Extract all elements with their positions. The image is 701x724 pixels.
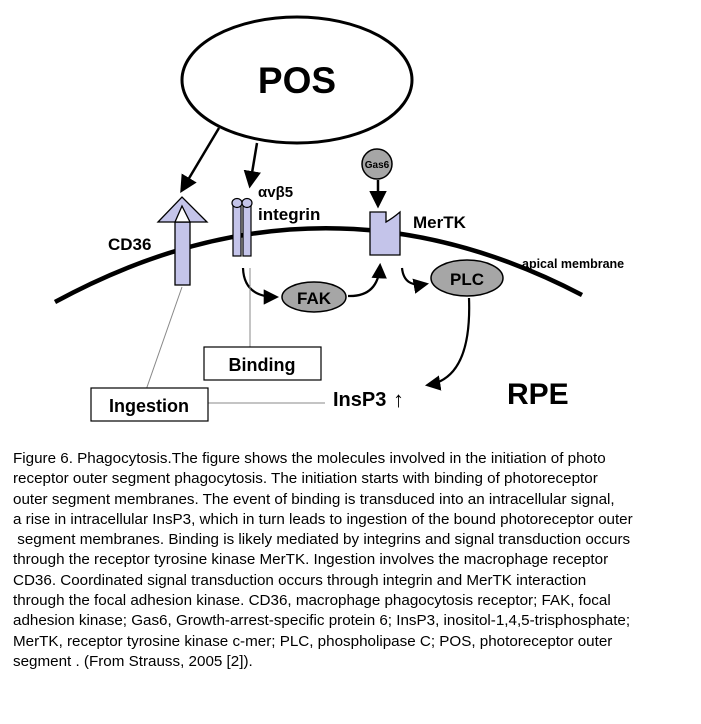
integrin-right-pillar	[242, 205, 252, 257]
caption-line: MerTK, receptor tyrosine kinase c-mer; P…	[13, 632, 613, 650]
integrin-left-knob	[231, 197, 243, 209]
integrin-label: integrin	[258, 205, 320, 224]
integrin-right-knob	[241, 197, 253, 209]
cd36-receptor-notch	[174, 204, 192, 223]
cd36-receptor-shaft	[174, 221, 191, 286]
caption-line: through the receptor tyrosine kinase Mer…	[13, 551, 609, 569]
rpe-label: RPE	[507, 378, 569, 411]
mertk-label: MerTK	[413, 213, 467, 232]
caption-line: outer segment membranes. The event of bi…	[13, 490, 615, 508]
integrin-greek-label: αvβ5	[258, 184, 293, 201]
caption-line: a rise in intracellular InsP3, which in …	[13, 510, 633, 528]
caption-line: CD36. Coordinated signal transduction oc…	[13, 571, 587, 589]
plc-to-insp3-arrow	[424, 297, 471, 391]
mertk-receptor	[369, 210, 401, 256]
binding-box	[203, 346, 322, 381]
caption-line: adhesion kinase; Gas6, Growth-arrest-spe…	[13, 612, 631, 630]
insp3-up-arrow: ↑	[393, 387, 404, 412]
cd36-label: CD36	[108, 235, 151, 254]
pos-ellipse	[180, 15, 414, 145]
fak-to-mertk-arrow	[347, 262, 387, 298]
caption-line: segment membranes. Binding is likely med…	[13, 531, 631, 549]
integrin-left-pillar	[232, 205, 242, 257]
caption-line: Figure 6. Phagocytosis.The figure shows …	[13, 450, 606, 467]
plc-label: PLC	[450, 270, 484, 289]
figure-caption: Figure 6. Phagocytosis.The figure shows …	[13, 449, 693, 672]
gas6-node	[361, 148, 393, 180]
cd36-to-ingestion-line	[145, 286, 183, 391]
integrin-to-fak-arrow	[241, 267, 280, 305]
binding-label: Binding	[229, 355, 296, 375]
pos-to-integrin-arrow	[243, 142, 261, 189]
phagocytosis-diagram: POS apical membrane CD36 αvβ5 integrin G…	[53, 15, 624, 422]
mertk-to-plc-arrow	[400, 267, 430, 294]
plc-node	[430, 259, 504, 297]
ingestion-label: Ingestion	[109, 396, 189, 416]
pos-to-cd36-arrow	[180, 127, 221, 194]
fak-label: FAK	[297, 289, 332, 308]
caption-line: receptor outer segment phagocytosis. The…	[13, 470, 598, 488]
apical-membrane-curve	[53, 226, 584, 304]
insp3-label: InsP3	[333, 389, 386, 411]
fak-node	[281, 281, 347, 313]
apical-membrane-label: apical membrane	[522, 257, 624, 271]
ingestion-box	[90, 387, 209, 422]
gas6-label: Gas6	[365, 160, 390, 171]
caption-line: through the focal adhesion kinase. CD36,…	[13, 592, 611, 610]
pos-label: POS	[258, 60, 336, 101]
caption-line: segment . (From Strauss, 2005 [2]).	[13, 652, 253, 670]
